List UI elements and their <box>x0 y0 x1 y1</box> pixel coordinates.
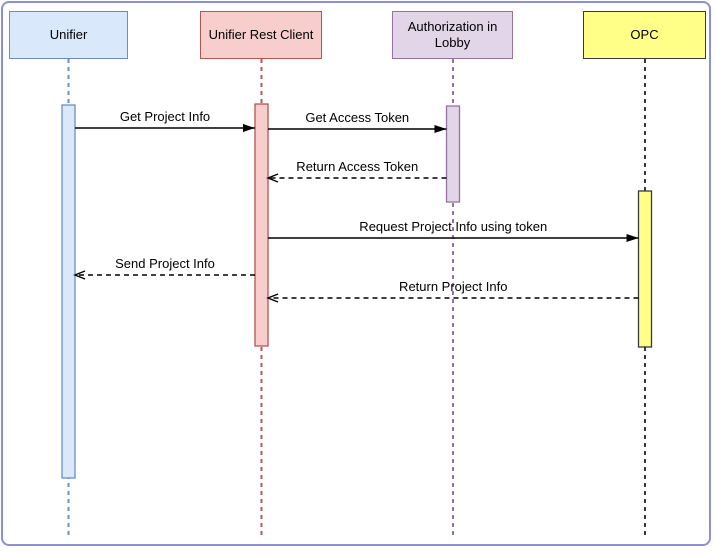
activation-unifier <box>61 104 76 479</box>
message-label: Send Project Info <box>115 256 215 271</box>
diagram-frame <box>1 1 711 546</box>
participant-unifier: Unifier <box>9 11 128 59</box>
message-label: Get Access Token <box>305 110 410 125</box>
message-label: Get Project Info <box>119 109 211 124</box>
participant-unifier-rest-client: Unifier Rest Client <box>200 11 322 59</box>
participant-label: Authorization in Lobby <box>407 19 498 50</box>
activation-opc <box>637 190 653 348</box>
participant-label: Unifier Rest Client <box>208 27 314 42</box>
participant-authorization-in-lobby: Authorization in Lobby <box>392 11 513 59</box>
activation-authorization-in-lobby <box>445 105 461 203</box>
message-label: Return Project Info <box>399 279 508 294</box>
activation-unifier-rest-client <box>254 103 269 347</box>
message-label: Return Access Token <box>296 159 419 174</box>
participant-label: Unifier <box>49 27 88 42</box>
participant-label: OPC <box>630 27 659 42</box>
message-label: Request Project Info using token <box>359 219 548 234</box>
participant-opc: OPC <box>583 11 706 59</box>
